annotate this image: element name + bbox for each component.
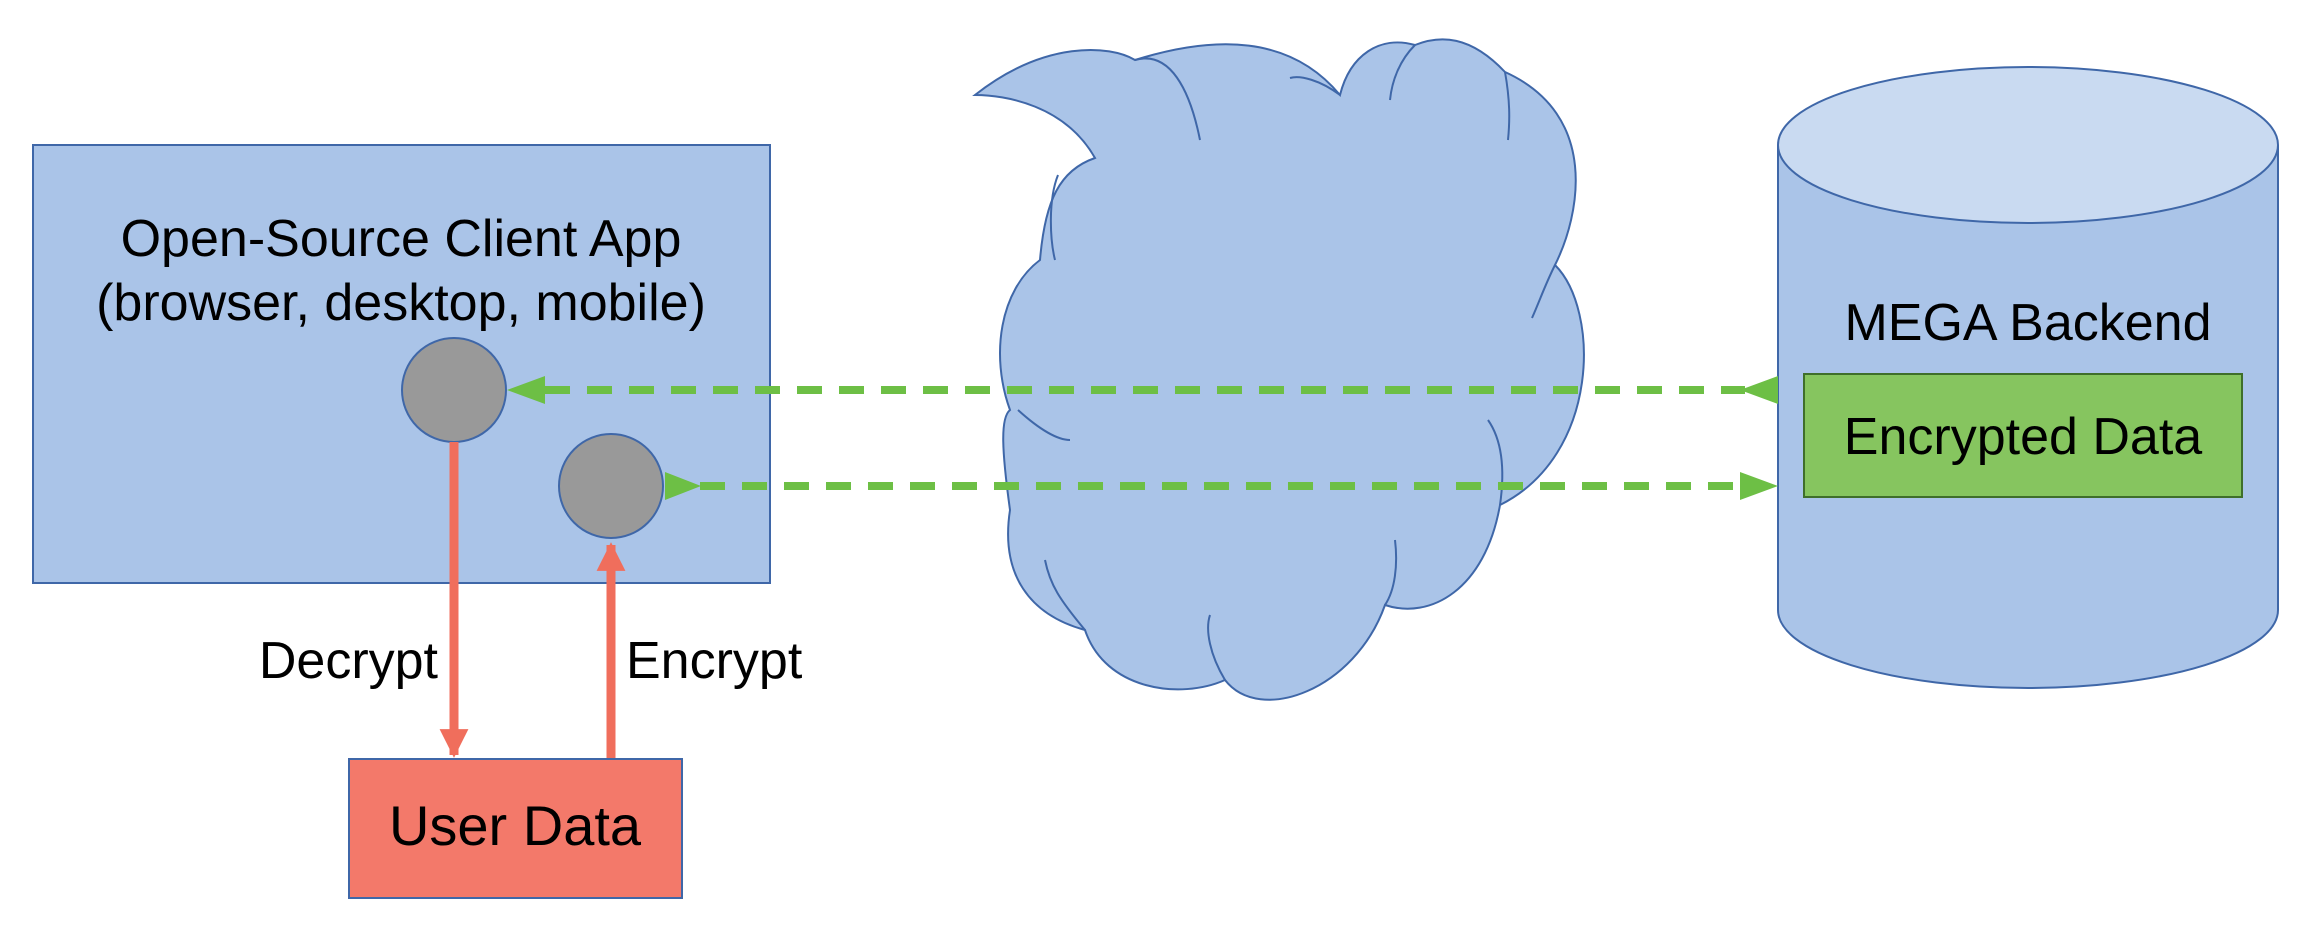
cloud-inner-line: [1531, 264, 1556, 319]
download-tail-marker: [1740, 376, 1778, 404]
user-data-label: User Data: [389, 794, 642, 857]
cloud-inner-line: [1504, 71, 1511, 141]
cloud-inner-line: [1289, 76, 1341, 96]
cloud-inner-line: [1017, 409, 1071, 441]
cylinder-top: [1777, 66, 2279, 224]
client-app-box: Open-Source Client App (browser, desktop…: [32, 144, 771, 584]
cloud-icon: [972, 38, 1585, 701]
backend-cylinder: MEGA Backend Encrypted Data: [1777, 66, 2279, 689]
cloud-inner-line: [1044, 559, 1086, 631]
cloud-inner-line: [1487, 419, 1504, 506]
user-data-box: User Data: [348, 758, 683, 899]
encrypted-data-label: Encrypted Data: [1844, 408, 2202, 466]
upload-start-marker: [665, 472, 701, 500]
client-app-title-line2: (browser, desktop, mobile): [96, 274, 706, 332]
user-data-rect: [348, 758, 683, 899]
crypto-arrows: Decrypt Encrypt: [259, 442, 803, 758]
cloud-inner-line: [1049, 174, 1059, 261]
encrypted-data-box: [1803, 373, 2243, 498]
cloud-inner-line: [1389, 44, 1416, 101]
download-arrowhead: [507, 376, 545, 404]
cloud-inner-line: [1134, 57, 1201, 141]
backend-title: MEGA Backend: [1844, 294, 2211, 352]
network-connections: [507, 376, 1778, 500]
cloud-shape: [972, 38, 1585, 701]
encrypt-node: [558, 433, 664, 539]
decrypt-node: [401, 337, 507, 443]
cloud-inner-line: [1384, 539, 1398, 606]
decrypt-label: Decrypt: [259, 632, 439, 690]
encrypt-label: Encrypt: [626, 632, 803, 690]
upload-arrowhead: [1740, 472, 1778, 500]
cloud-inner-line: [1207, 614, 1226, 681]
client-app-title-line1: Open-Source Client App: [121, 210, 682, 268]
